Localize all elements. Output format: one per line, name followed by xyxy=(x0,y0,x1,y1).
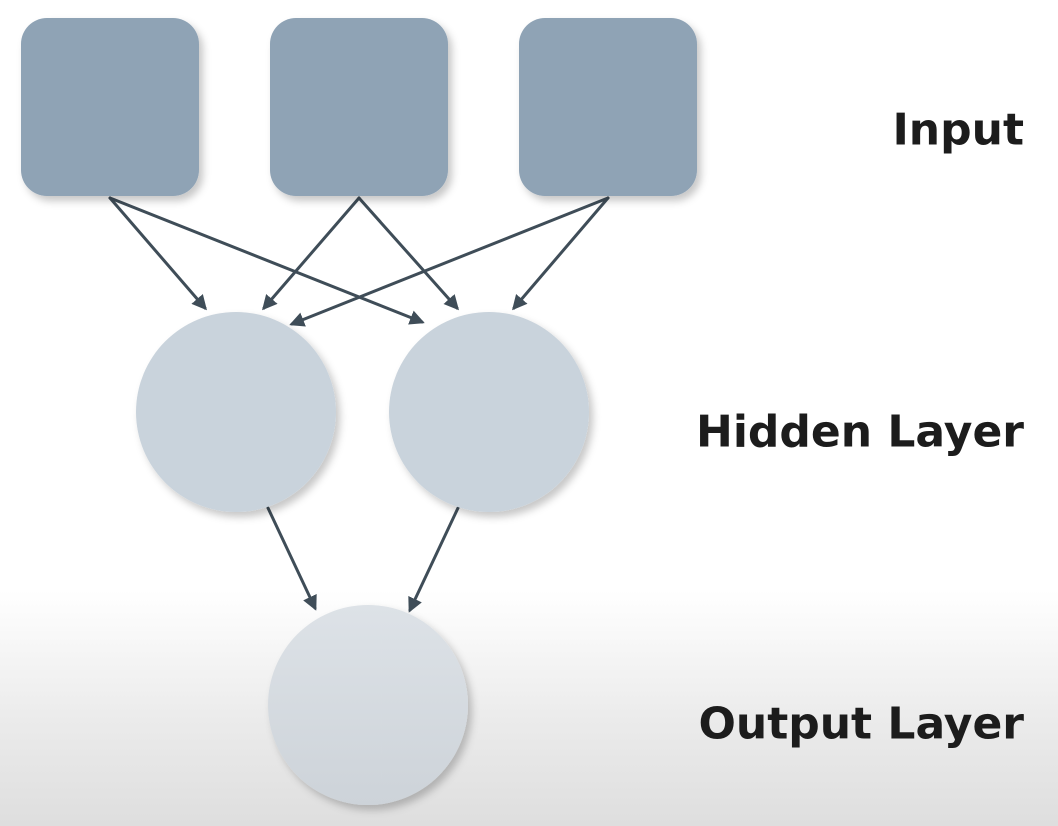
hidden-node-2 xyxy=(389,312,589,512)
layer-label-input: Input xyxy=(892,104,1024,156)
edge-arrow-hidden-2-to-output-1 xyxy=(408,506,460,613)
edge-arrow-input-2-to-hidden-1 xyxy=(262,196,361,311)
edge-arrow-hidden-1-to-output-1 xyxy=(266,506,317,611)
edge-arrow-input-3-to-hidden-1 xyxy=(289,196,610,327)
edges-group xyxy=(108,196,610,613)
input-node-3 xyxy=(519,18,697,196)
hidden-node-1 xyxy=(136,312,336,512)
layer-label-output: Output Layer xyxy=(698,698,1024,750)
input-node-2 xyxy=(270,18,448,196)
nodes-group xyxy=(21,18,697,805)
edge-arrow-input-1-to-hidden-2 xyxy=(108,196,425,325)
edge-arrow-input-2-to-hidden-2 xyxy=(357,196,459,311)
edge-arrow-input-3-to-hidden-2 xyxy=(512,196,610,311)
input-node-1 xyxy=(21,18,199,196)
edge-arrow-input-1-to-hidden-1 xyxy=(108,196,207,311)
output-node-1 xyxy=(268,605,468,805)
layer-label-hidden: Hidden Layer xyxy=(696,406,1024,458)
